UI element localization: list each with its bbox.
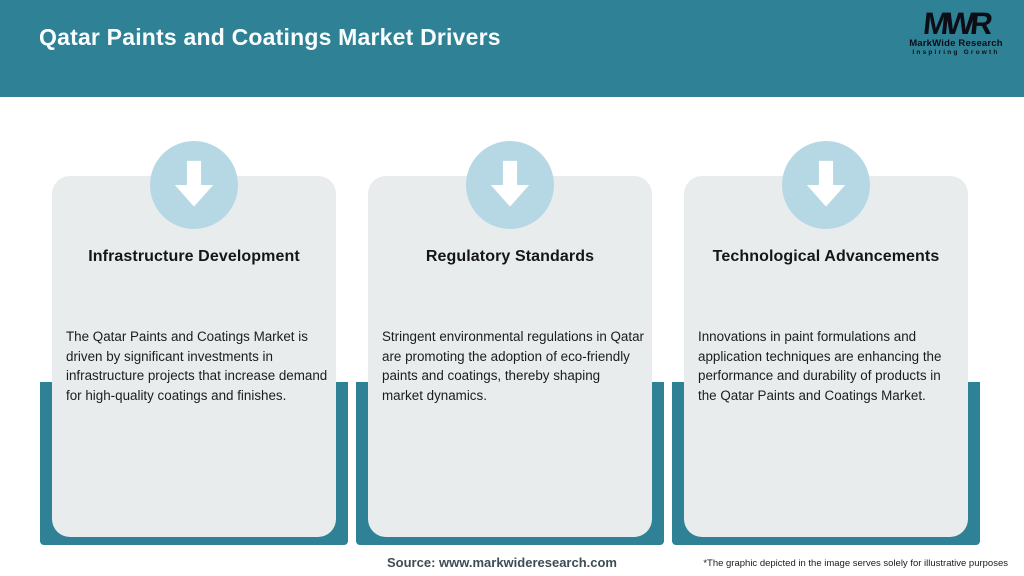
header-bar: Qatar Paints and Coatings Market Drivers… — [0, 0, 1024, 97]
driver-column-technological: Technological Advancements Innovations i… — [672, 138, 980, 546]
driver-column-regulatory: Regulatory Standards Stringent environme… — [356, 138, 664, 546]
card-title: Technological Advancements — [712, 248, 940, 265]
driver-card: Regulatory Standards Stringent environme… — [368, 176, 652, 537]
card-body-text: The Qatar Paints and Coatings Market is … — [66, 329, 328, 403]
card-title: Regulatory Standards — [425, 248, 595, 265]
disclaimer-text: *The graphic depicted in the image serve… — [703, 558, 1008, 569]
card-icon-circle — [782, 141, 870, 229]
arrow-down-icon — [169, 157, 219, 213]
card-body-text: Innovations in paint formulations and ap… — [698, 329, 942, 403]
card-icon-circle — [466, 141, 554, 229]
card-title: Infrastructure Development — [88, 248, 300, 265]
arrow-down-icon — [485, 157, 535, 213]
markwide-research-logo: MWR MarkWide Research Inspiring Growth — [906, 6, 1006, 57]
page-title: Qatar Paints and Coatings Market Drivers — [39, 24, 501, 50]
source-text: Source: www.markwideresearch.com — [386, 555, 618, 570]
logo-name: MarkWide Research — [909, 38, 1003, 49]
logo-tagline: Inspiring Growth — [912, 49, 1000, 56]
card-body-text: Stringent environmental regulations in Q… — [382, 329, 645, 403]
logo-acronym: MWR — [921, 6, 991, 41]
driver-card: Infrastructure Development The Qatar Pai… — [52, 176, 336, 537]
driver-card: Technological Advancements Innovations i… — [684, 176, 968, 537]
arrow-down-icon — [801, 157, 851, 213]
driver-column-infrastructure: Infrastructure Development The Qatar Pai… — [40, 138, 348, 546]
card-icon-circle — [150, 141, 238, 229]
